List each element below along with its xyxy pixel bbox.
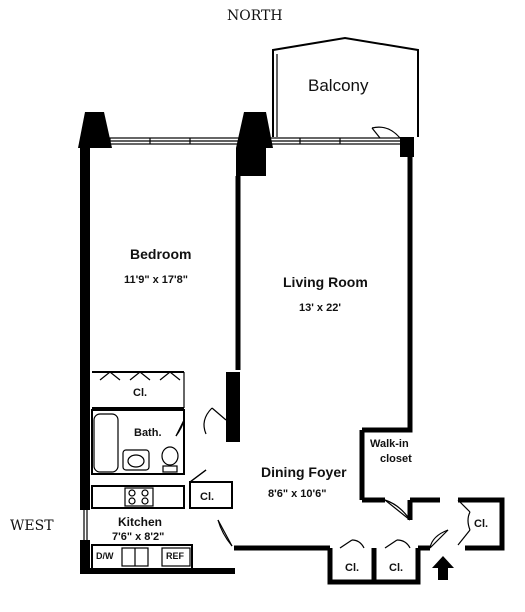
dishwasher-label: D/W (96, 551, 114, 561)
kitchen-dimensions: 7'6" x 8'2" (112, 531, 164, 543)
balcony-door[interactable] (371, 126, 401, 139)
dining-foyer-dimensions: 8'6" x 10'6" (268, 488, 326, 500)
kitchen-label: Kitchen (118, 515, 162, 529)
column-center-north (236, 112, 273, 148)
column-center-base (236, 148, 266, 176)
toilet-icon (161, 446, 179, 466)
column-northwest (78, 112, 112, 148)
balcony-label: Balcony (308, 76, 369, 95)
column-mid (226, 372, 240, 442)
bedroom-dimensions: 11'9" x 17'8" (124, 274, 188, 286)
sink-icon (122, 449, 150, 471)
refrigerator-label: REF (166, 551, 185, 561)
bath-door[interactable] (175, 419, 185, 437)
bath-label: Bath. (134, 427, 162, 439)
column-northeast (400, 137, 414, 157)
kitchen-closet (189, 469, 233, 509)
bathtub-icon (93, 413, 119, 473)
entry-arrow-icon (432, 556, 454, 580)
stove-icon (124, 487, 154, 507)
entry-closet-right-label: Cl. (474, 518, 488, 530)
bedroom-closet-label: Cl. (133, 387, 147, 399)
bedroom-label: Bedroom (130, 246, 191, 262)
north-label: NORTH (227, 8, 283, 24)
west-wall (80, 148, 90, 510)
west-wall-lower (80, 540, 90, 570)
kitchen-closet-label: Cl. (200, 491, 214, 503)
walk-in-closet-label-line1: Walk-in (370, 438, 409, 450)
bathroom (91, 409, 185, 475)
bottom-closet-2-label: Cl. (389, 562, 403, 574)
living-room-dimensions: 13' x 22' (299, 302, 341, 314)
kitchen-door[interactable] (217, 519, 233, 547)
refrigerator-icon (161, 547, 191, 567)
bottom-closet-1-label: Cl. (345, 562, 359, 574)
entry-door[interactable] (418, 529, 449, 551)
west-label: WEST (10, 518, 54, 534)
bedroom-door[interactable] (203, 407, 227, 435)
walk-in-closet (359, 426, 440, 521)
bottom-closet-1 (327, 539, 377, 585)
south-wall-kitchen (80, 568, 235, 574)
bottom-closet-2 (374, 539, 421, 585)
living-room-label: Living Room (283, 274, 368, 290)
dining-foyer-label: Dining Foyer (261, 464, 347, 480)
kitchen-counter-top (91, 485, 185, 509)
walk-in-closet-label-line2: closet (380, 453, 412, 465)
bedroom-closet (92, 371, 185, 409)
entry-closet-right (457, 497, 505, 551)
balcony-outline (272, 36, 419, 137)
